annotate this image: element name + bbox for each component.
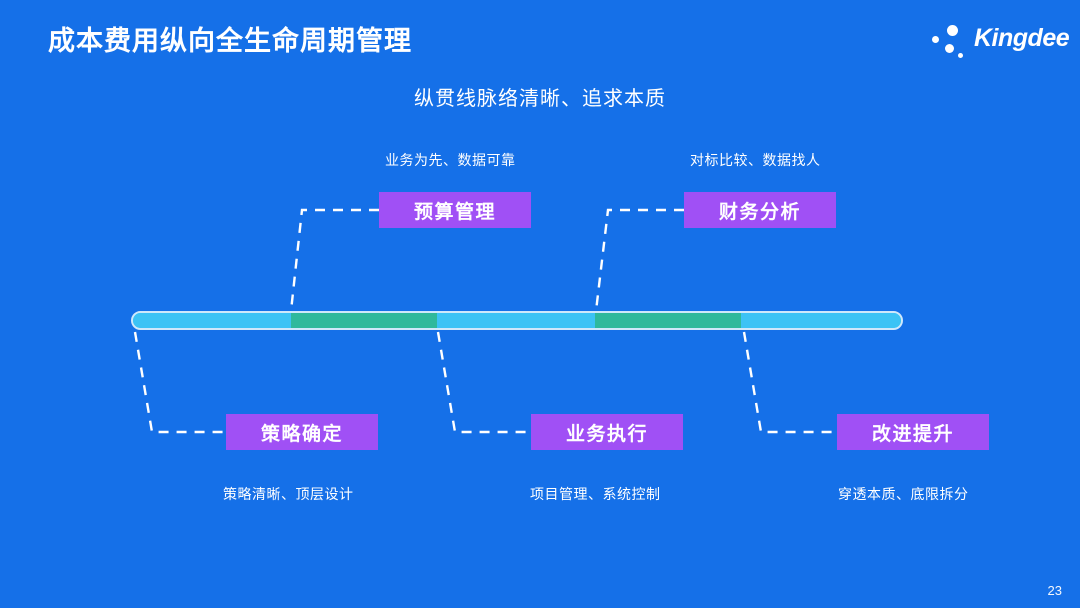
connector-execution (436, 331, 531, 434)
caption-budget: 业务为先、数据可靠 (385, 152, 516, 168)
caption-execution: 项目管理、系统控制 (530, 486, 661, 502)
bar-segment-2 (291, 313, 438, 328)
node-execution[interactable]: 业务执行 (531, 414, 683, 450)
connector-improve (742, 331, 837, 434)
node-improve[interactable]: 改进提升 (837, 414, 989, 450)
logo-wordmark: Kingdee (974, 24, 1070, 52)
connector-strategy (133, 331, 226, 434)
bar-segment-1 (133, 313, 292, 328)
connector-finance (594, 208, 684, 312)
bar-segment-4 (595, 313, 742, 328)
page-title: 成本费用纵向全生命周期管理 (48, 26, 412, 56)
bar-segment-5 (741, 313, 901, 328)
kingdee-dots-icon (928, 22, 970, 60)
node-strategy[interactable]: 策略确定 (226, 414, 378, 450)
page-number: 23 (1047, 583, 1062, 598)
caption-improve: 穿透本质、底限拆分 (838, 486, 969, 502)
lifecycle-bar (131, 311, 903, 330)
caption-finance: 对标比较、数据找人 (690, 152, 821, 168)
connector-budget (289, 208, 379, 312)
bar-segment-3 (437, 313, 596, 328)
node-budget[interactable]: 预算管理 (379, 192, 531, 228)
node-finance[interactable]: 财务分析 (684, 192, 836, 228)
kingdee-logo: Kingdee (928, 20, 1070, 60)
caption-strategy: 策略清晰、顶层设计 (223, 486, 354, 502)
slide-subtitle: 纵贯线脉络清晰、追求本质 (414, 88, 666, 110)
